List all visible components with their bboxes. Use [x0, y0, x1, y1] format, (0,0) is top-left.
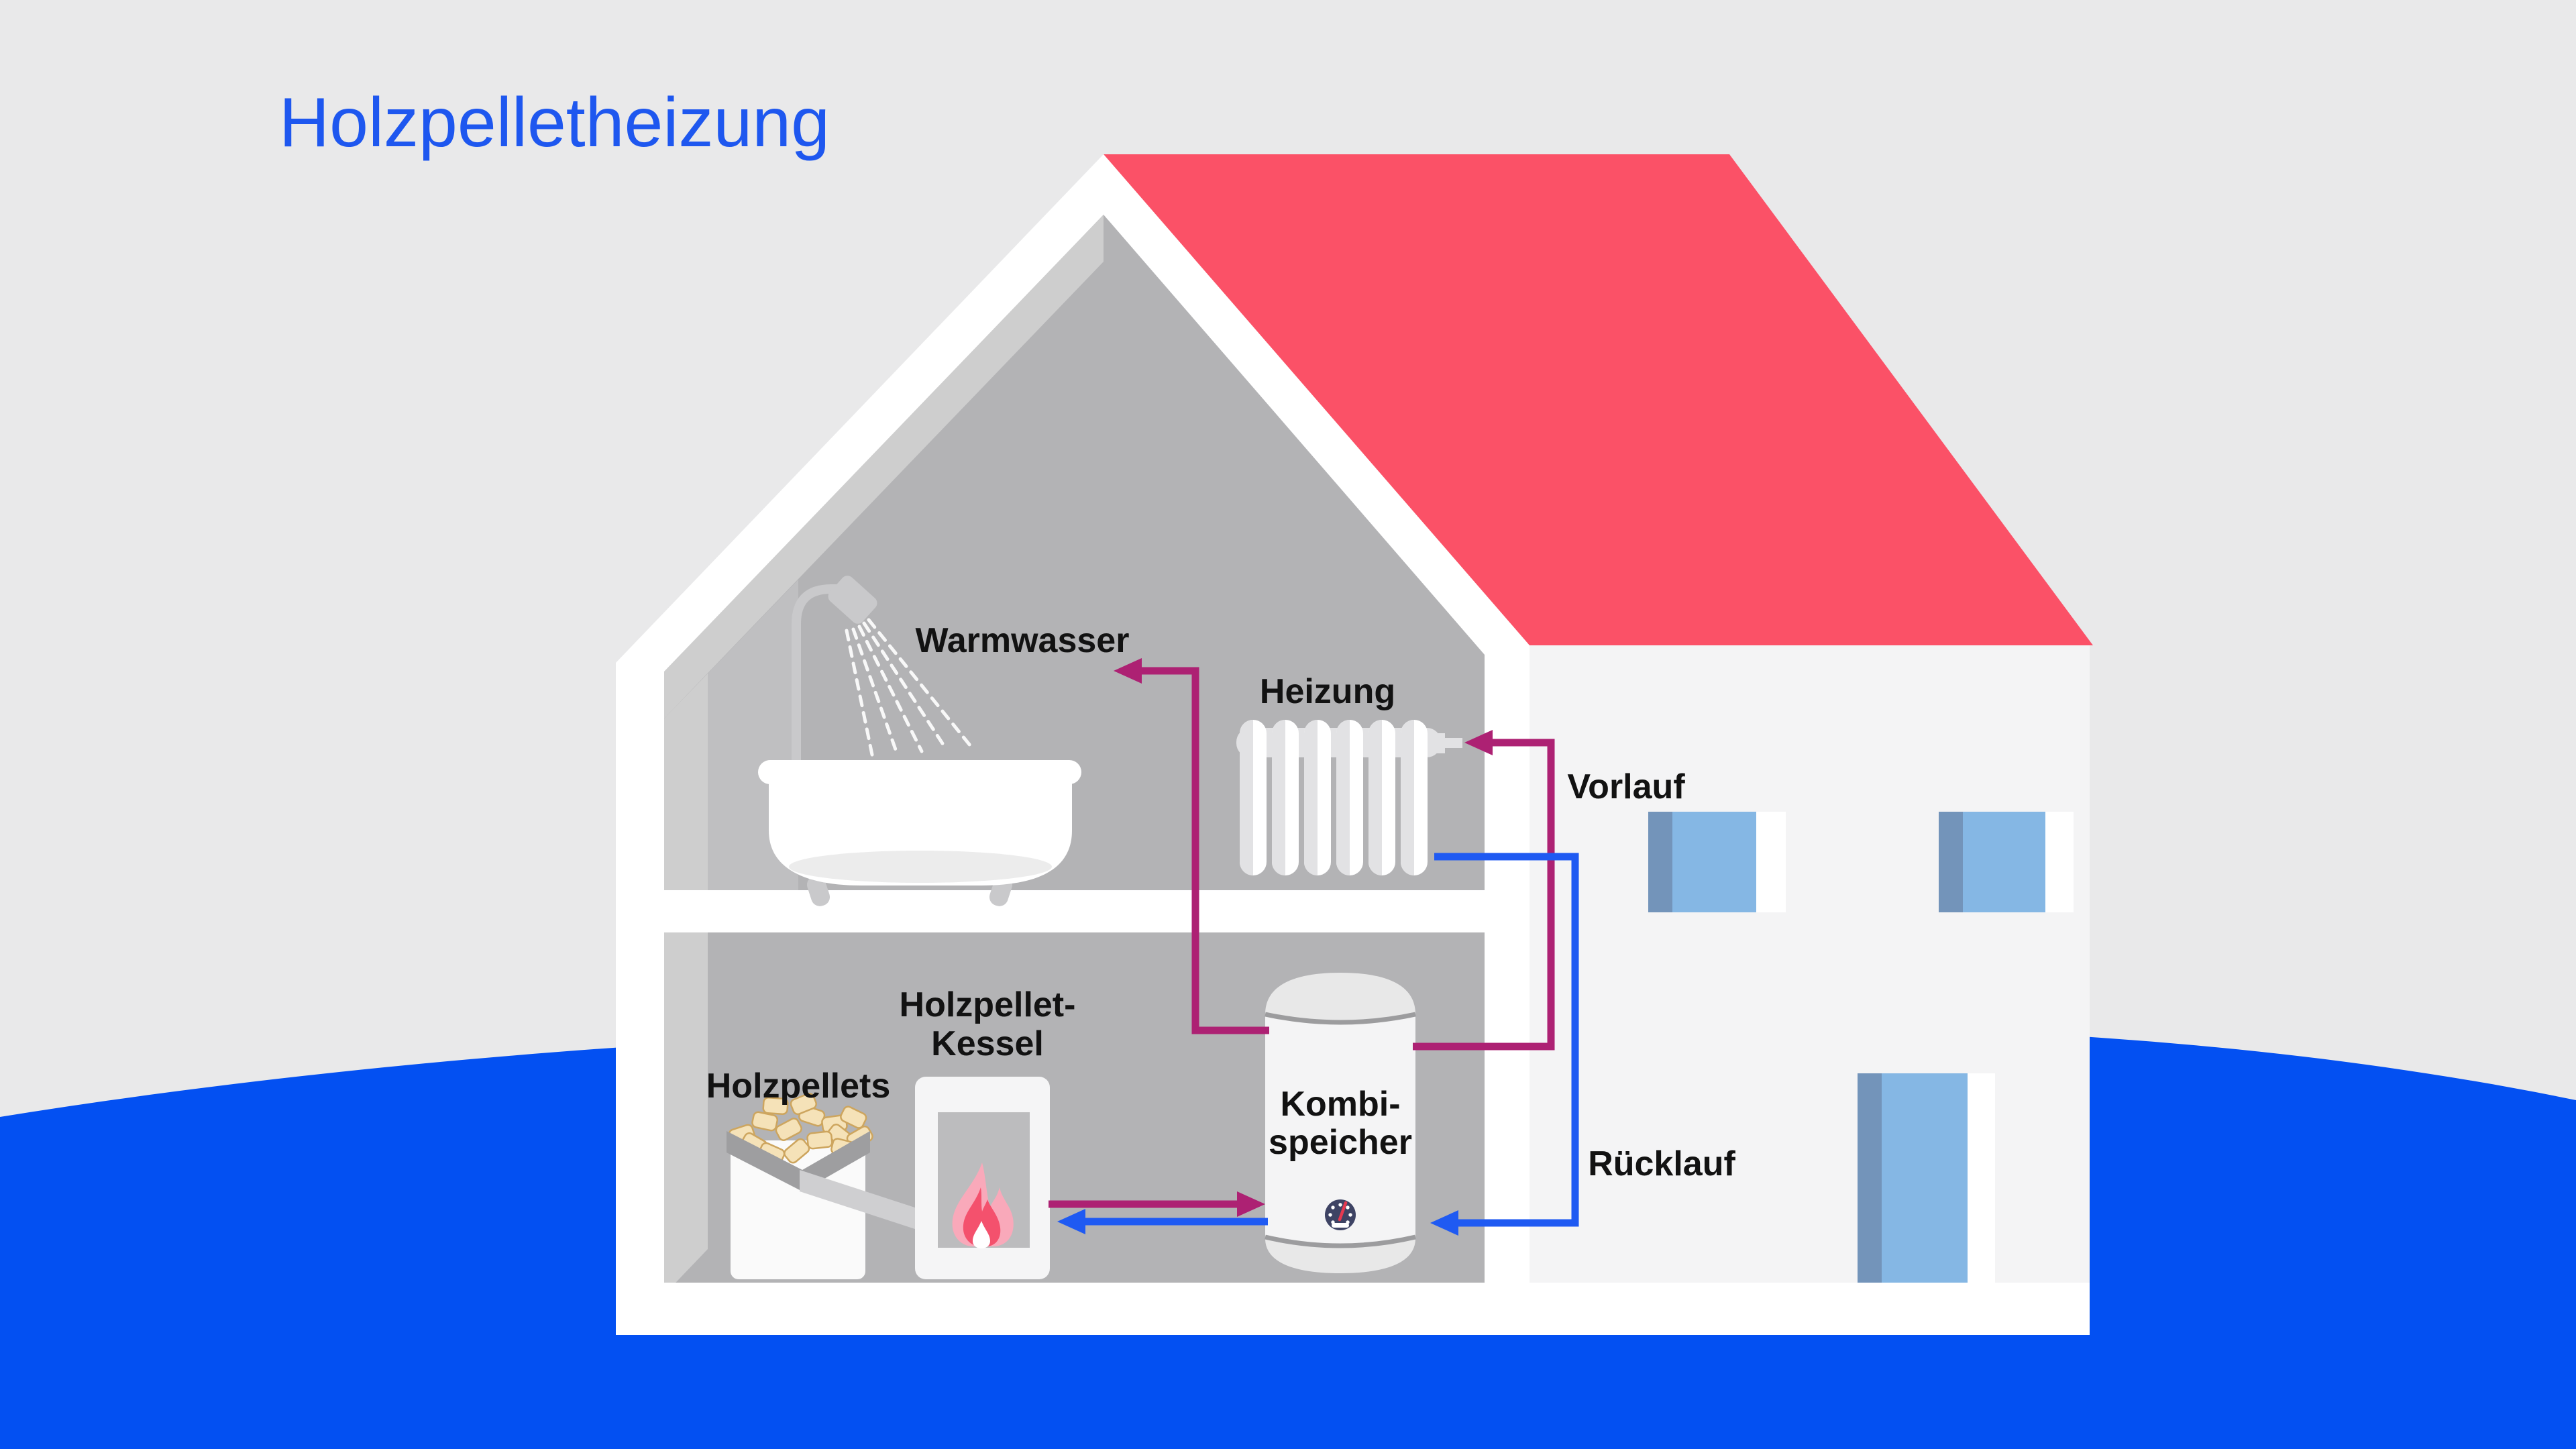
window-edge-shade [1648, 812, 1672, 912]
door-edge-shade [1858, 1073, 1882, 1283]
roof [1104, 154, 2093, 645]
arrow-ruecklauf [1430, 1210, 1458, 1236]
label-heizung: Heizung [1260, 672, 1395, 711]
arrow-tank-to-boiler [1057, 1209, 1085, 1234]
flame-inner [963, 1187, 1001, 1246]
tank-body [1265, 1014, 1415, 1246]
page-title: Holzpelletheizung [279, 84, 830, 162]
shower-head [828, 576, 877, 624]
label-warmwasser: Warmwasser [916, 621, 1130, 660]
label-holzpellets: Holzpellets [706, 1067, 891, 1106]
labels: Warmwasser Heizung Vorlauf Rücklauf Holz… [706, 621, 1736, 1183]
storage-tank-icon [1265, 973, 1416, 1273]
exterior-wall [1529, 645, 2090, 1283]
pipe-tank-to-shower [1139, 667, 1269, 1034]
radiator-valve-nub [1445, 738, 1462, 748]
bathtub-icon [758, 760, 1081, 906]
pipe-tank-to-radiator [1413, 739, 1555, 1051]
window-right [1939, 812, 2074, 912]
sack-body [731, 1140, 865, 1279]
bathtub-inner-shade [789, 851, 1052, 883]
label-kessel-line2: Kessel [931, 1024, 1044, 1063]
label-speicher-line1: Kombi- [1280, 1085, 1400, 1124]
pellet-chute [800, 1170, 923, 1232]
label-ruecklauf: Rücklauf [1588, 1144, 1735, 1183]
left-wall-inner-face [664, 674, 708, 1295]
door [1858, 1073, 1995, 1283]
label-kessel-line1: Holzpellet- [900, 985, 1076, 1024]
arrow-vorlauf [1464, 730, 1493, 755]
water-spray-line [857, 625, 924, 753]
shower-pipe [792, 584, 844, 765]
flame-core [973, 1221, 990, 1248]
pipes-cold [1057, 853, 1579, 1236]
window-frame [2045, 812, 2074, 912]
tank-ring-bottom [1265, 1234, 1416, 1248]
window-left [1648, 812, 1786, 912]
house-base [616, 1283, 2090, 1335]
door-frame [1968, 1073, 1995, 1283]
radiator-fins [1240, 720, 1428, 875]
sack-rim-right [802, 1131, 870, 1191]
water-spray-line [851, 627, 899, 755]
bathtub-foot [806, 875, 830, 906]
label-vorlauf: Vorlauf [1567, 767, 1685, 806]
radiator-icon [1236, 720, 1462, 875]
label-speicher-line2: speicher [1269, 1123, 1412, 1162]
water-spray-line [862, 621, 948, 751]
arrow-boiler-to-tank [1237, 1191, 1265, 1217]
roof-slope-inner-face [664, 215, 1104, 718]
tank-dome-bottom [1265, 1238, 1415, 1273]
water-spray-line [845, 629, 874, 757]
arrow-warmwasser [1114, 658, 1142, 684]
boiler-icon [915, 1077, 1050, 1279]
water-spray-line [867, 618, 972, 747]
pipes-warm [1049, 658, 1555, 1217]
shower-icon [792, 576, 972, 765]
sack-rim-left [727, 1131, 802, 1191]
bathtub-rim [758, 760, 1081, 784]
window-frame [1756, 812, 1786, 912]
window-edge-shade [1939, 812, 1963, 912]
tank-dome-top [1265, 973, 1415, 1022]
pellet-sack-icon [727, 1092, 873, 1279]
floor-divider [664, 890, 1529, 932]
radiator-valve [1427, 733, 1445, 753]
gauge-icon [1325, 1199, 1356, 1230]
tank-ring-top [1265, 1012, 1416, 1025]
pipe-radiator-return [1434, 853, 1579, 1227]
